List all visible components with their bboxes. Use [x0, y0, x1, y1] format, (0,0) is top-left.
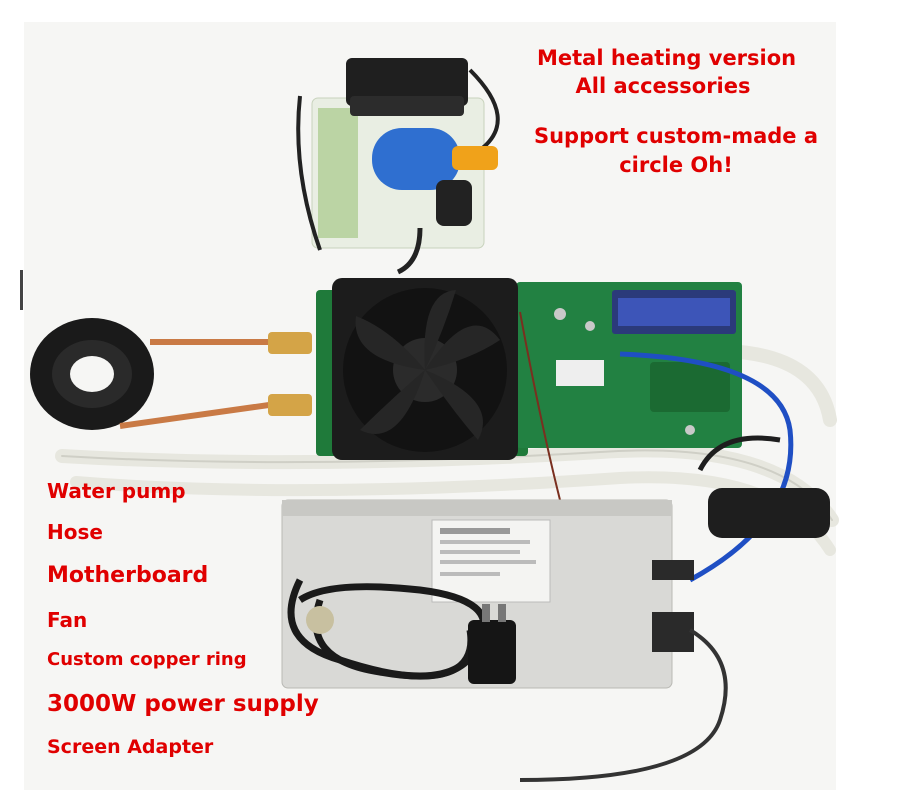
- power-supply: [281, 499, 728, 782]
- component-label-fan: Fan: [47, 608, 88, 632]
- component-label-screen-adapter: Screen Adapter: [47, 736, 214, 758]
- component-label-water-pump: Water pump: [47, 479, 186, 503]
- power-plug: [468, 620, 516, 684]
- component-label-motherboard: Motherboard: [47, 563, 209, 588]
- blue-wire: [619, 351, 794, 583]
- caption-line-4: circle Oh!: [619, 153, 733, 177]
- cooling-fan: [332, 278, 518, 460]
- component-label-copper-ring: Custom copper ring: [47, 649, 247, 670]
- water-pump: [372, 128, 460, 190]
- wall-adapter: [346, 58, 468, 106]
- water-pump-package: [296, 58, 500, 275]
- copper-coil: [30, 318, 312, 430]
- caption-line-1: Metal heating version: [537, 46, 797, 70]
- component-label-hose: Hose: [47, 520, 103, 544]
- screen-adapter: [697, 435, 830, 538]
- component-label-power-supply: 3000W power supply: [47, 691, 319, 717]
- caption-line-3: Support custom-made a: [533, 124, 819, 148]
- power-cord: [287, 578, 516, 684]
- caption-line-2: All accessories: [575, 74, 751, 98]
